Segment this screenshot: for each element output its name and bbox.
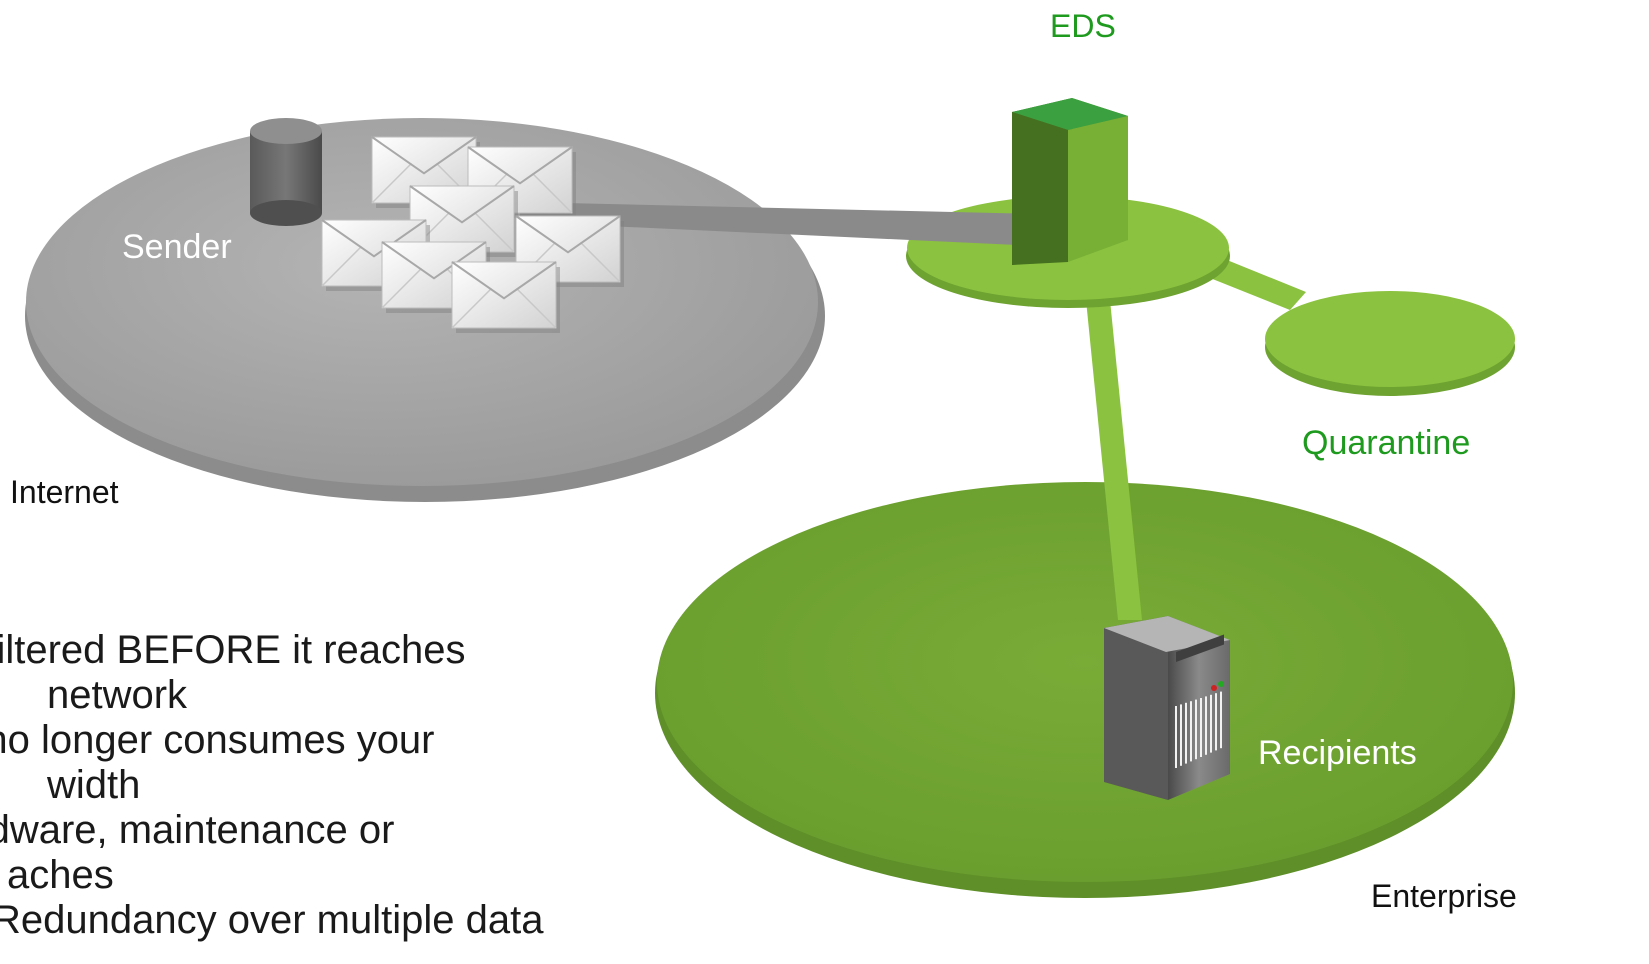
sender-to-eds-link [520, 202, 1040, 246]
eds-server-icon [1012, 98, 1128, 265]
enterprise-label: Enterprise [1371, 878, 1517, 914]
bullet-line: n filtered BEFORE it reaches [0, 628, 466, 672]
eds-to-recipients-link [1086, 300, 1142, 620]
bullet-line: width [47, 763, 141, 807]
enterprise-zone-disc [655, 482, 1515, 898]
bullet-line: n no longer consumes your [0, 718, 435, 762]
eds-label: EDS [1050, 8, 1116, 44]
bullet-line: Redundancy over multiple data [0, 898, 544, 942]
internet-label: Internet [10, 474, 119, 510]
bullet-line: network [47, 673, 188, 717]
bullet-line: aches [7, 853, 114, 897]
benefits-text: n filtered BEFORE it reaches network n n… [0, 628, 632, 943]
recipient-server-icon [1104, 616, 1230, 800]
bullet-line: ardware, maintenance or [0, 808, 395, 852]
quarantine-zone-disc [1265, 291, 1515, 396]
eds-to-quarantine-link [1200, 258, 1306, 310]
email-envelopes [321, 136, 624, 333]
envelope-icon [451, 261, 560, 333]
sender-database-icon [250, 118, 322, 226]
recipients-label: Recipients [1258, 734, 1417, 772]
quarantine-label: Quarantine [1302, 424, 1471, 462]
sender-label: Sender [122, 228, 232, 266]
